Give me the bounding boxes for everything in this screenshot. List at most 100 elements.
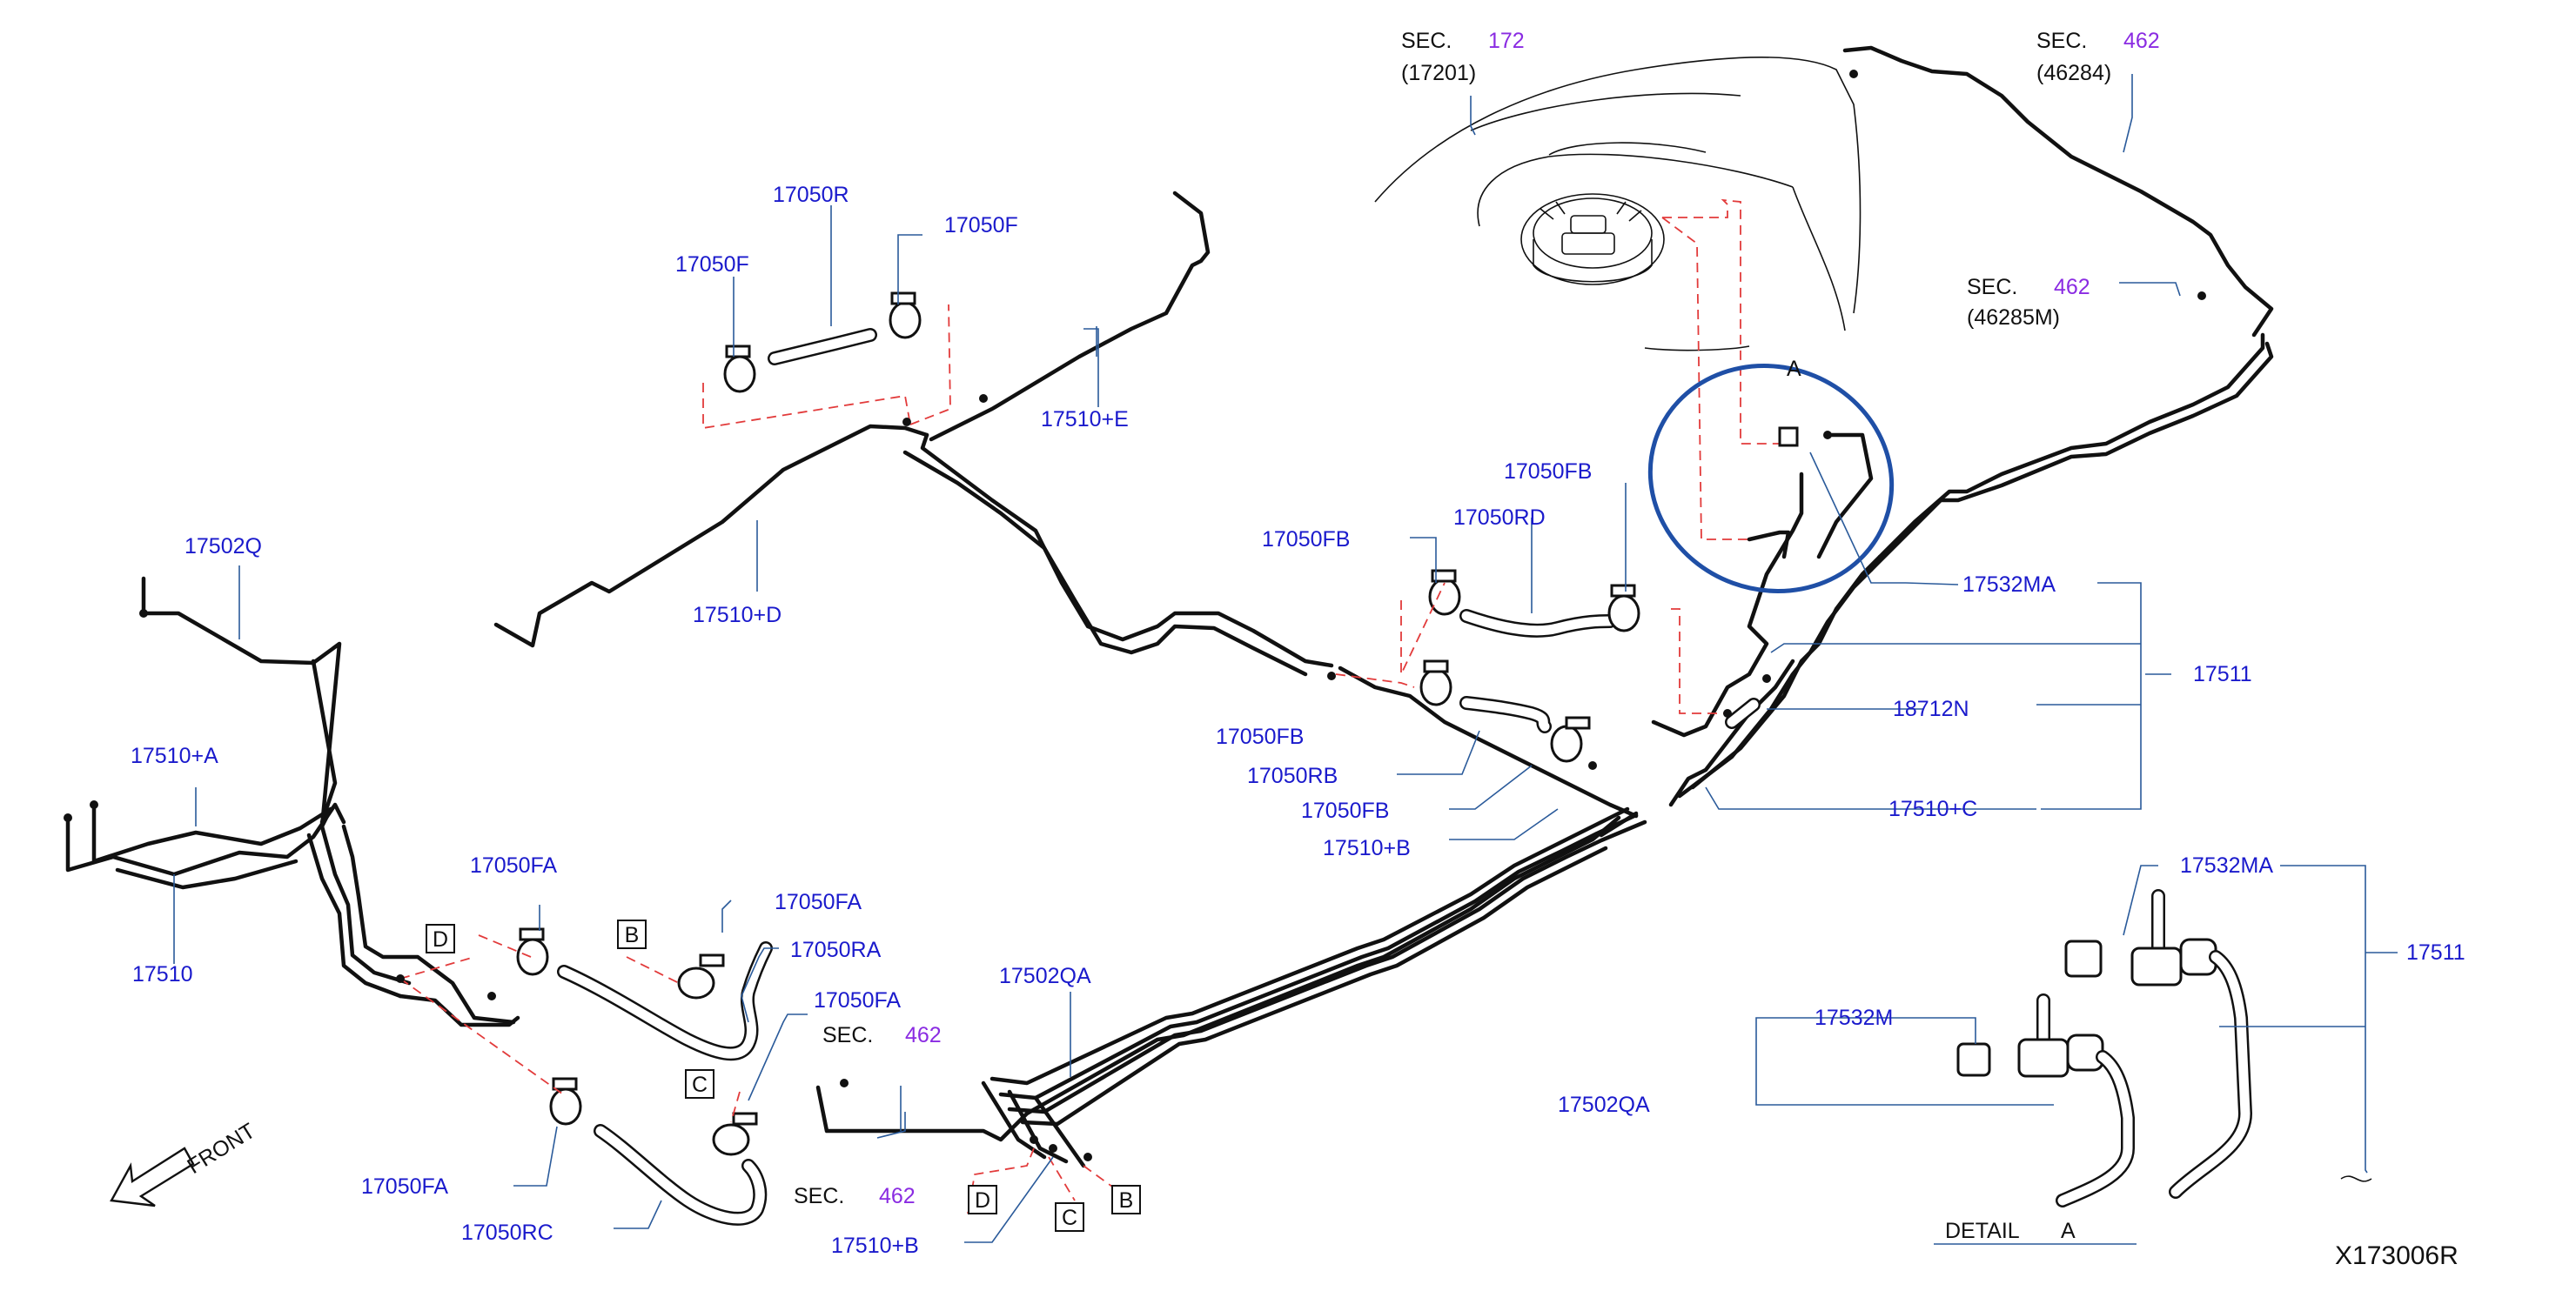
clamp-17050fa-4 bbox=[549, 1077, 582, 1126]
clamp-17050fa-2 bbox=[677, 953, 725, 1000]
fuel-line-17510-plus-a bbox=[65, 802, 346, 890]
svg-text:462: 462 bbox=[2054, 275, 2090, 299]
svg-text:C: C bbox=[1062, 1206, 1077, 1230]
label-17510-plus-e: 17510+E bbox=[1041, 407, 1129, 431]
fuel-line-17510-plus-d bbox=[493, 191, 1334, 677]
circle-a-letter: A bbox=[1787, 357, 1801, 381]
label-17532ma-top: 17532MA bbox=[1962, 572, 2056, 597]
svg-text:(46284): (46284) bbox=[2036, 61, 2111, 85]
front-label: FRONT bbox=[183, 1119, 259, 1179]
label-17050fa-1: 17050FA bbox=[470, 853, 557, 878]
part-labels: 17050R 17050F 17050F 17510+E 17510+D 175… bbox=[131, 183, 2465, 1258]
svg-text:(17201): (17201) bbox=[1401, 61, 1476, 85]
front-arrow-icon bbox=[110, 1147, 195, 1207]
label-17532m: 17532M bbox=[1815, 1006, 1893, 1030]
label-17050fa-4: 17050FA bbox=[361, 1174, 448, 1199]
fuel-line-17510-plus-b bbox=[1338, 666, 1639, 838]
label-17502q: 17502Q bbox=[184, 534, 262, 559]
letter-box-c-left: C bbox=[685, 1069, 714, 1099]
clamp-17050fb-1 bbox=[1428, 569, 1461, 616]
letter-box-b-left: B bbox=[617, 920, 647, 949]
svg-text:(46285M): (46285M) bbox=[1967, 305, 2060, 330]
clamp-17050f-left bbox=[723, 344, 756, 393]
label-17532ma-detail: 17532MA bbox=[2180, 853, 2273, 878]
label-17510-plus-b-mid: 17510+B bbox=[1323, 836, 1411, 860]
label-17511-detail: 17511 bbox=[2406, 940, 2465, 965]
section-ref-462-top: SEC. 462 bbox=[822, 1023, 942, 1047]
leader-lines bbox=[173, 74, 2398, 1245]
label-17510-plus-d: 17510+D bbox=[693, 603, 782, 627]
svg-text:462: 462 bbox=[879, 1184, 916, 1208]
section-ref-462-bottom: SEC. 462 bbox=[794, 1184, 916, 1208]
label-17050fb-4: 17050FB bbox=[1301, 799, 1389, 823]
label-17050fa-2: 17050FA bbox=[775, 890, 862, 914]
label-17050fa-3: 17050FA bbox=[814, 988, 901, 1013]
label-17050ra: 17050RA bbox=[790, 938, 882, 962]
fuel-line-17510 bbox=[306, 824, 520, 1027]
label-17050r: 17050R bbox=[773, 183, 849, 207]
clamp-17050fb-4 bbox=[1550, 716, 1591, 763]
clamp-17050fa-1 bbox=[516, 927, 549, 976]
label-17050rc: 17050RC bbox=[461, 1221, 553, 1245]
connection-dots bbox=[64, 70, 2206, 1161]
clamp-17050f-right bbox=[889, 291, 922, 339]
label-17510-plus-b-bottom: 17510+B bbox=[831, 1234, 919, 1258]
label-17050rb: 17050RB bbox=[1247, 764, 1338, 788]
svg-text:SEC.: SEC. bbox=[1401, 29, 1452, 53]
detail-a-inset bbox=[1956, 889, 2372, 1207]
fuel-line-17502q bbox=[141, 576, 342, 829]
label-17050rd: 17050RD bbox=[1453, 505, 1546, 530]
detail-a-circle bbox=[1647, 364, 1895, 593]
label-17050fb-2: 17050FB bbox=[1504, 459, 1592, 484]
svg-text:SEC.: SEC. bbox=[794, 1184, 844, 1208]
quick-connector-17532ma-body-icon bbox=[2130, 947, 2183, 987]
svg-text:SEC.: SEC. bbox=[1967, 275, 2017, 299]
label-17511-top: 17511 bbox=[2193, 662, 2252, 686]
svg-text:462: 462 bbox=[2123, 29, 2160, 53]
label-17510: 17510 bbox=[132, 962, 193, 987]
fuel-tank bbox=[1374, 56, 1862, 351]
letter-box-d-left: D bbox=[426, 924, 455, 953]
label-17050f-right: 17050F bbox=[944, 213, 1018, 237]
letter-box-d-right: D bbox=[968, 1185, 997, 1214]
label-17502qa-left: 17502QA bbox=[999, 964, 1091, 988]
quick-connector-17532ma-icon bbox=[1778, 426, 1799, 447]
drawing-number: X173006R bbox=[2335, 1241, 2459, 1270]
fuel-line-17502qa bbox=[815, 806, 1647, 1168]
letter-box-b-right: B bbox=[1111, 1185, 1141, 1214]
clamp-17050fb-2 bbox=[1607, 584, 1640, 632]
hose-17050rd bbox=[1459, 609, 1617, 638]
label-18712n: 18712N bbox=[1893, 697, 1969, 721]
svg-text:B: B bbox=[1119, 1188, 1134, 1213]
svg-text:SEC.: SEC. bbox=[822, 1023, 873, 1047]
svg-text:SEC.: SEC. bbox=[2036, 29, 2087, 53]
svg-text:B: B bbox=[625, 923, 640, 947]
svg-text:C: C bbox=[692, 1073, 708, 1097]
label-17050fb-1: 17050FB bbox=[1262, 527, 1350, 552]
detail-a-connector-18712n bbox=[1725, 698, 1761, 729]
clamp-17050fa-3 bbox=[712, 1112, 758, 1156]
label-17510-plus-c: 17510+C bbox=[1888, 797, 1977, 821]
section-ref-172: SEC. 172 (17201) bbox=[1401, 29, 1525, 85]
detail-a-caption: DETAIL A bbox=[1945, 1219, 2076, 1243]
label-17050f-left: 17050F bbox=[675, 252, 749, 277]
hose-17050ra bbox=[557, 941, 773, 1061]
fuel-line-17510-plus-c bbox=[1651, 45, 2274, 807]
hose-17050rb bbox=[1459, 696, 1552, 733]
svg-text:D: D bbox=[433, 927, 448, 952]
svg-text:DETAIL: DETAIL bbox=[1945, 1219, 2020, 1243]
clamp-17050fb-3 bbox=[1419, 659, 1452, 706]
section-ref-462-46284: SEC. 462 (46284) bbox=[2036, 29, 2160, 85]
letter-box-c-right: C bbox=[1055, 1202, 1084, 1232]
svg-text:172: 172 bbox=[1488, 29, 1525, 53]
hose-17050r bbox=[768, 328, 877, 365]
svg-text:462: 462 bbox=[905, 1023, 942, 1047]
svg-text:D: D bbox=[975, 1188, 990, 1213]
retainer-17532ma-icon bbox=[2064, 940, 2103, 978]
retainer-17532m-icon bbox=[1956, 1042, 1991, 1077]
hose-17050rc bbox=[594, 1124, 768, 1226]
label-17050fb-3: 17050FB bbox=[1216, 725, 1304, 749]
svg-text:A: A bbox=[2061, 1219, 2076, 1243]
